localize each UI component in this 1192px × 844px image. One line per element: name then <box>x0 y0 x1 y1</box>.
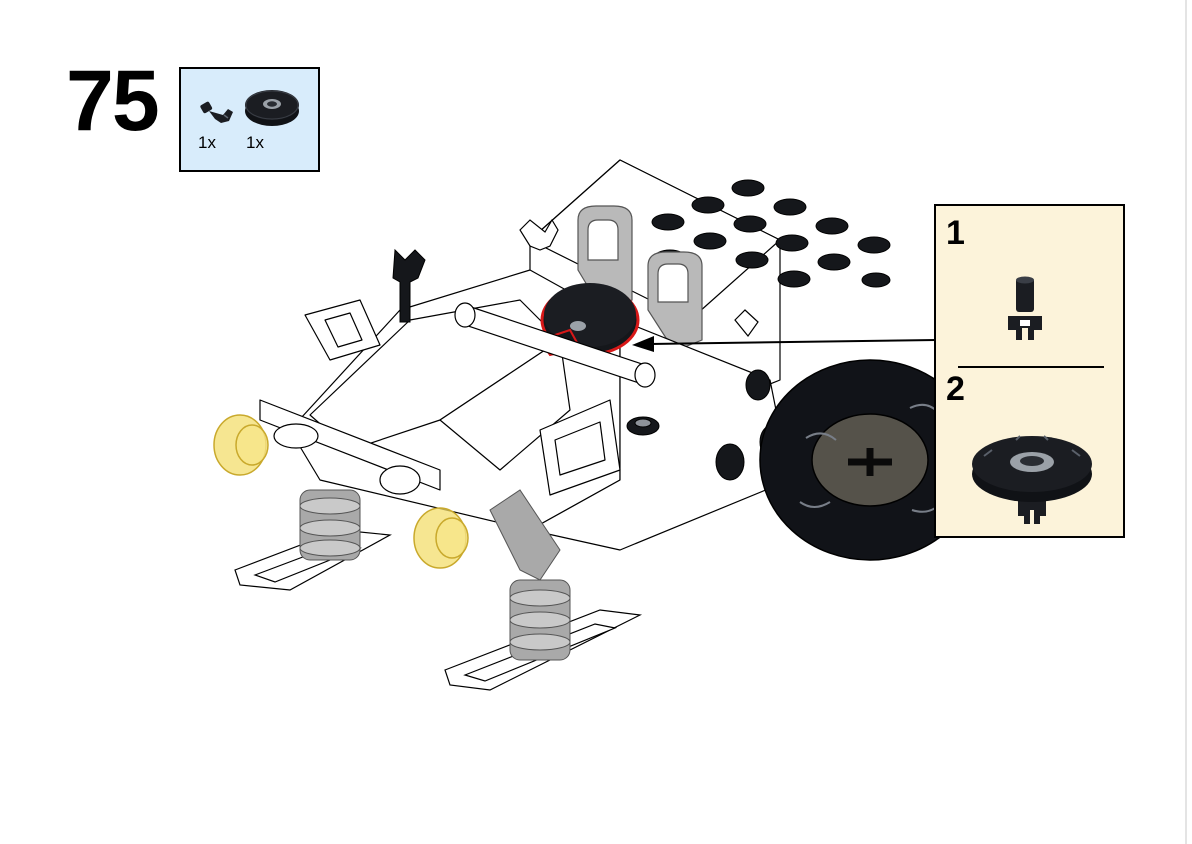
clip-bar-icon <box>1008 276 1042 340</box>
clip-bar-icon <box>200 101 233 123</box>
round-tile-icon <box>245 90 299 126</box>
round-tile-with-clip-icon <box>972 435 1092 524</box>
parts-list: 1x 1x <box>179 67 320 172</box>
sub-assembly-callout: 1 2 <box>934 204 1125 538</box>
sub-step-number: 1 <box>946 214 965 252</box>
sub-step-number: 2 <box>946 370 965 408</box>
snowmobile-assembly-icon <box>213 159 960 691</box>
part-quantity: 1x <box>198 133 216 152</box>
part-quantity: 1x <box>246 133 264 152</box>
step-number: 75 <box>66 53 160 149</box>
sub-step-divider <box>958 366 1104 368</box>
callout-arrow-icon <box>632 336 937 352</box>
page-edge-line <box>1185 0 1187 844</box>
